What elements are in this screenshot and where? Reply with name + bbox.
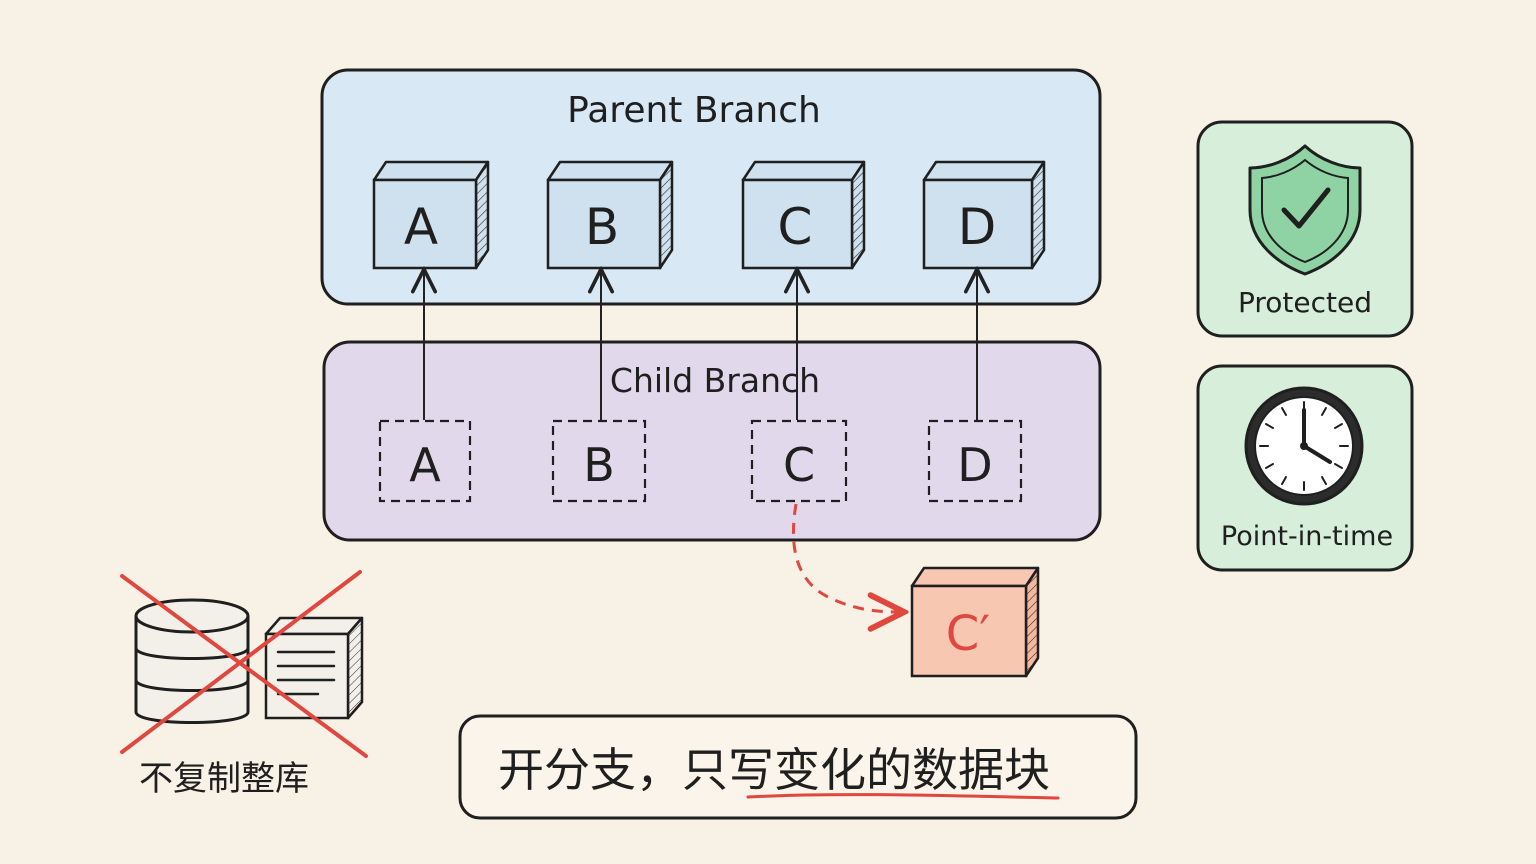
summary-box: 开分支，只写变化的数据块 <box>458 714 1138 820</box>
feature-label-protected: Protected <box>1238 286 1372 319</box>
child-block-b-label: B <box>583 438 615 492</box>
child-block-d: D <box>927 419 1023 503</box>
changed-block: C′ <box>791 503 1040 678</box>
reference-arrows <box>424 272 977 420</box>
feature-card-protected: Protected <box>1196 120 1414 338</box>
parent-branch: Parent Branch A B C D <box>320 68 1102 306</box>
parent-block-d: D <box>922 160 1046 270</box>
parent-block-b-label: B <box>585 198 619 256</box>
child-block-a: A <box>378 419 472 503</box>
clock-icon <box>1244 386 1364 506</box>
write-arrow <box>791 503 900 612</box>
parent-branch-title: Parent Branch <box>567 90 821 131</box>
child-block-c-label: C <box>783 438 815 492</box>
child-block-d-label: D <box>957 438 992 492</box>
summary-highlight: 只写变化的数据块 <box>682 743 1050 797</box>
parent-block-a: A <box>372 160 490 270</box>
summary-underline <box>746 793 1060 800</box>
feature-label-point-in-time: Point-in-time <box>1221 521 1393 552</box>
child-block-c: C <box>750 419 848 503</box>
summary-text: 开分支，只写变化的数据块 <box>498 743 1050 797</box>
parent-block-c-label: C <box>778 198 813 256</box>
summary-prefix: 开分支， <box>498 743 682 797</box>
database-icon <box>134 598 250 724</box>
no-full-copy-label: 不复制整库 <box>139 759 309 799</box>
no-full-copy: 不复制整库 <box>120 570 368 799</box>
shield-check-icon <box>1248 144 1362 276</box>
child-branch: Child Branch A B C D <box>322 340 1102 542</box>
parent-block-b: B <box>546 160 674 270</box>
parent-block-d-label: D <box>958 198 997 256</box>
cross-out-mark <box>120 570 368 758</box>
child-block-b: B <box>551 419 647 503</box>
parent-block-c: C <box>741 160 866 270</box>
changed-block-label: C′ <box>946 606 990 662</box>
parent-block-a-label: A <box>404 198 438 256</box>
feature-card-point-in-time: Point-in-time <box>1196 364 1414 572</box>
child-block-a-label: A <box>409 438 441 492</box>
document-stack-icon <box>264 616 364 720</box>
child-branch-title: Child Branch <box>610 361 820 400</box>
